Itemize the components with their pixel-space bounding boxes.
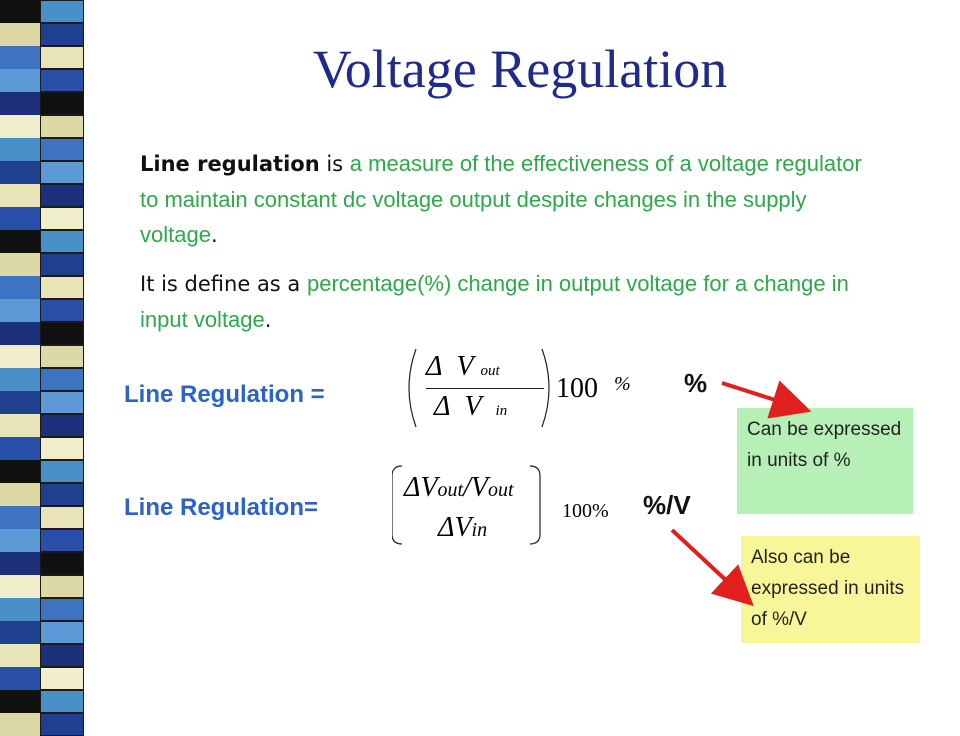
decorative-strip <box>0 0 108 736</box>
strip-square <box>40 322 84 345</box>
strip-bar-segment <box>0 92 40 115</box>
strip-square <box>40 506 84 529</box>
strip-bar-segment <box>0 184 40 207</box>
strip-bar-segment <box>0 414 40 437</box>
strip-bar-segment <box>0 230 40 253</box>
strip-bar-segment <box>0 437 40 460</box>
slide-title: Voltage Regulation <box>312 39 728 99</box>
strip-square <box>40 483 84 506</box>
strip-bar-segment <box>0 0 40 23</box>
strip-square <box>40 23 84 46</box>
arrow-to-note-1 <box>721 380 812 419</box>
strip-bar-segment <box>0 368 40 391</box>
text-is: is <box>319 152 350 176</box>
strip-bar-segment <box>0 46 40 69</box>
numerator: ΔVout/Vout <box>404 472 514 503</box>
formula-percent-per-volt: ΔVout/Vout ΔVin 100% <box>392 462 632 548</box>
definition-text: a measure of the effectiveness of a volt… <box>140 151 862 247</box>
denominator: Δ V in <box>434 391 508 422</box>
strip-bar-segment <box>0 575 40 598</box>
arrows-layer <box>670 380 812 607</box>
strip-bar-segment <box>0 483 40 506</box>
strip-bar-segment <box>0 529 40 552</box>
strip-square <box>40 184 84 207</box>
strip-bar-segment <box>0 299 40 322</box>
line-regulation-label-1: Line Regulation = <box>124 381 325 408</box>
strip-bar-segment <box>0 115 40 138</box>
numerator: Δ V out <box>426 351 500 382</box>
strip-bar-segment <box>0 391 40 414</box>
strip-square <box>40 621 84 644</box>
strip-square <box>40 552 84 575</box>
factor-100-percent: 100% <box>562 500 609 522</box>
strip-bar-segment <box>0 552 40 575</box>
strip-bar-segment <box>0 690 40 713</box>
strip-square <box>40 138 84 161</box>
note-percent-per-volt: Also can be expressed in units of %/V <box>741 536 920 643</box>
strip-square <box>40 575 84 598</box>
unit-percent: % <box>684 368 708 398</box>
term-line-regulation: Line regulation <box>140 152 320 176</box>
strip-bar-segment <box>0 207 40 230</box>
strip-square <box>40 391 84 414</box>
strip-square <box>40 460 84 483</box>
strip-square <box>40 690 84 713</box>
strip-bar-segment <box>0 667 40 690</box>
lead-text: It is define <box>140 272 251 296</box>
strip-bar-segment <box>0 460 40 483</box>
text-as-a: as a <box>250 272 307 296</box>
period: . <box>264 308 272 332</box>
strip-square <box>40 230 84 253</box>
strip-bar-segment <box>0 253 40 276</box>
denominator: ΔVin <box>438 512 488 543</box>
period: . <box>210 223 218 247</box>
strip-square <box>40 69 84 92</box>
strip-bar-segment <box>0 138 40 161</box>
arrow-to-note-2 <box>670 528 754 607</box>
definition-paragraph: Line regulation is a measure of the effe… <box>140 146 870 253</box>
strip-bar-segment <box>0 598 40 621</box>
strip-square <box>40 644 84 667</box>
unit-percent-per-volt: %/V <box>643 490 691 520</box>
strip-square <box>40 414 84 437</box>
strip-square <box>40 667 84 690</box>
strip-bar-segment <box>0 23 40 46</box>
formula-parentheses <box>408 348 550 428</box>
percentage-text: percentage(%) change in output voltage f… <box>140 271 849 332</box>
percent-small: % <box>614 373 631 395</box>
factor-100: 100 <box>556 373 598 404</box>
strip-square <box>40 299 84 322</box>
strip-square <box>40 253 84 276</box>
strip-square <box>40 0 84 23</box>
strip-square <box>40 207 84 230</box>
strip-square <box>40 368 84 391</box>
strip-square <box>40 115 84 138</box>
strip-bar-segment <box>0 69 40 92</box>
strip-square <box>40 161 84 184</box>
strip-bar-segment <box>0 621 40 644</box>
strip-bar-segment <box>0 161 40 184</box>
fraction-line <box>426 388 544 389</box>
formula-percent: Δ V out Δ V in 100 % <box>396 343 696 433</box>
strip-bar-segment <box>0 322 40 345</box>
strip-bar-segment <box>0 644 40 667</box>
formula-brackets <box>392 465 541 545</box>
strip-bar-segment <box>0 345 40 368</box>
strip-bar-segment <box>0 276 40 299</box>
strip-square <box>40 276 84 299</box>
strip-square <box>40 92 84 115</box>
percentage-paragraph: It is define as a percentage(%) change i… <box>140 266 870 338</box>
strip-bar-segment <box>0 506 40 529</box>
note-percent: Can be expressed in units of % <box>737 408 913 514</box>
line-regulation-label-2: Line Regulation= <box>124 494 319 521</box>
strip-square <box>40 529 84 552</box>
strip-square <box>40 437 84 460</box>
strip-square <box>40 598 84 621</box>
strip-square <box>40 345 84 368</box>
strip-square <box>40 46 84 69</box>
